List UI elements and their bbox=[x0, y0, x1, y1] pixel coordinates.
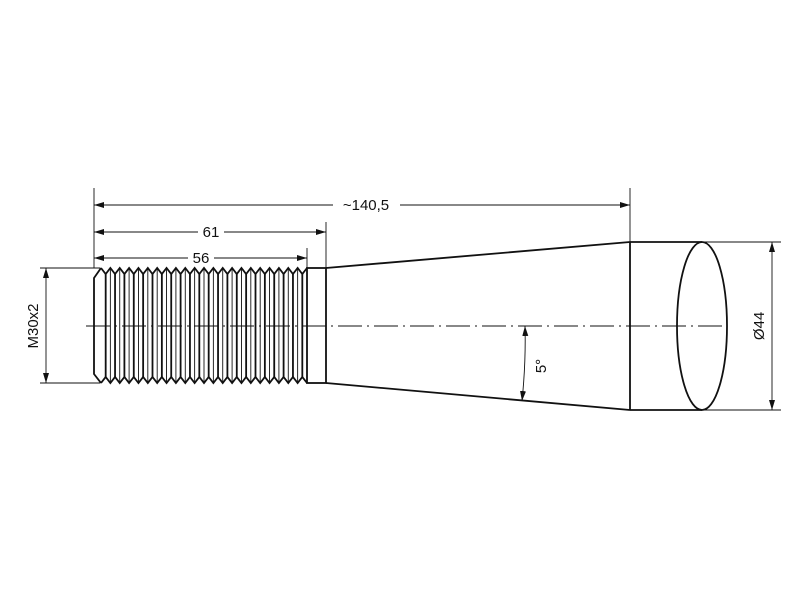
dim-arc-angle bbox=[520, 325, 529, 402]
thread-profile bbox=[100, 375, 308, 385]
dim-thread-spec: M30x2 bbox=[25, 303, 42, 348]
dim-taper-angle: 5° bbox=[533, 359, 550, 373]
threaded-section bbox=[93, 266, 308, 385]
dim-overall-length: ~140,5 bbox=[343, 197, 389, 214]
end-cylinder bbox=[630, 241, 702, 411]
dim-length-61: 61 bbox=[203, 224, 220, 241]
dim-thread-length: 56 bbox=[193, 250, 210, 267]
dim-diameter: Ø44 bbox=[751, 312, 768, 340]
thread-profile bbox=[100, 266, 308, 276]
thread-neck bbox=[306, 267, 327, 384]
tapered-body bbox=[325, 241, 631, 411]
